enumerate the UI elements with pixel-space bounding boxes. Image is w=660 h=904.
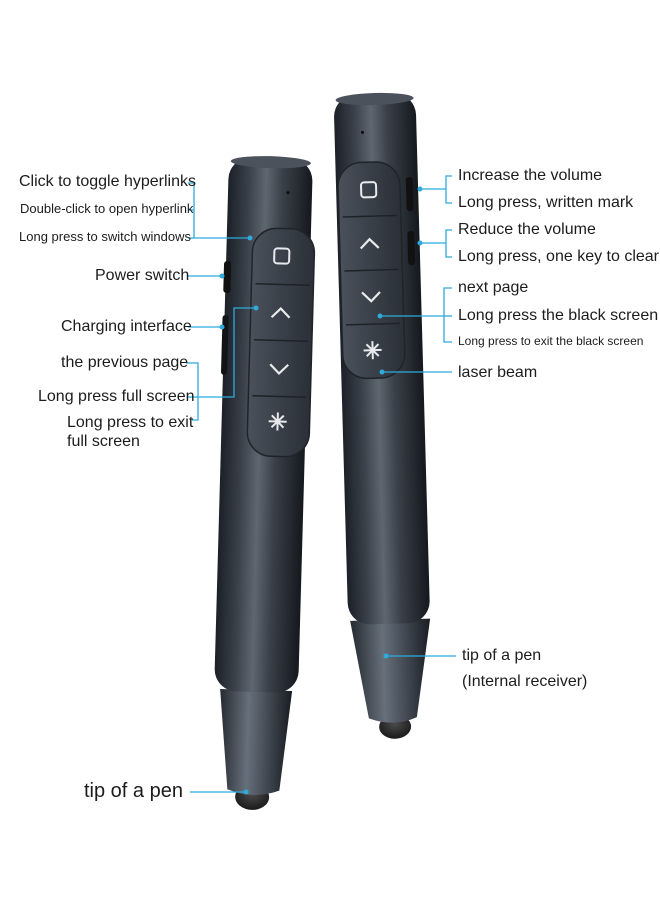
right-callouts: [380, 175, 456, 657]
square-button-icon: [273, 247, 291, 265]
label-right-tip: tip of a pen: [462, 647, 542, 664]
laser-sun-icon: [268, 412, 287, 431]
left-pen-power-switch: [223, 260, 232, 294]
label-previous-page: the previous page: [61, 354, 189, 371]
square-button-icon: [360, 181, 378, 199]
left-pen-button-panel: [246, 227, 316, 458]
label-laser-beam: laser beam: [458, 364, 538, 381]
left-pen-charging-port: [221, 314, 229, 375]
label-next-page: next page: [458, 279, 529, 296]
label-charging-interface: Charging interface: [61, 318, 192, 335]
label-left-tip: tip of a pen: [84, 780, 183, 802]
left-pen: [214, 156, 316, 810]
chevron-down-icon: [361, 291, 381, 303]
label-increase-volume: Increase the volume: [458, 167, 603, 184]
label-reduce-volume: Reduce the volume: [458, 221, 596, 238]
label-open-hyperlink: Double-click to open hyperlink: [20, 201, 194, 216]
right-pen-tip-cone: [350, 618, 431, 723]
chevron-down-icon: [269, 363, 289, 376]
chevron-up-icon: [270, 306, 291, 319]
label-switch-windows: Long press to switch windows: [19, 229, 191, 244]
label-internal-receiver: (Internal receiver): [462, 673, 588, 690]
label-exit-full-screen-1: Long press to exit: [67, 414, 194, 431]
label-written-mark: Long press, written mark: [458, 194, 634, 211]
label-full-screen: Long press full screen: [38, 388, 195, 405]
right-pen-volume-down: [407, 231, 416, 266]
label-exit-black-screen: Long press to exit the black screen: [458, 334, 644, 348]
right-pen-volume-up: [405, 177, 414, 212]
right-pen: [334, 92, 431, 739]
label-exit-full-screen-2: full screen: [67, 433, 140, 450]
label-toggle-hyperlinks: Click to toggle hyperlinks: [19, 173, 196, 190]
chevron-up-icon: [359, 237, 380, 250]
label-power-switch: Power switch: [95, 267, 190, 284]
laser-sun-icon: [363, 341, 382, 360]
label-clear: Long press, one key to clear: [458, 248, 660, 265]
label-black-screen: Long press the black screen: [458, 307, 659, 324]
left-pen-tip-cone: [220, 688, 293, 795]
left-callouts: [186, 182, 256, 793]
